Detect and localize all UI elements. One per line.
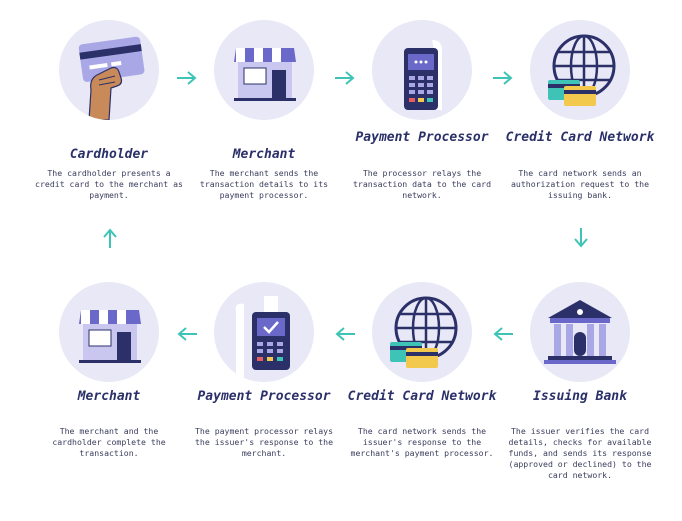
arrow-down-icon [574,228,588,248]
card-terminal-icon [404,40,442,110]
arrow-left-icon [493,327,513,341]
cardholder-circle [59,20,159,120]
arrow-up-icon [103,228,117,248]
hand-card-icon [78,36,145,120]
step-description: The issuer verifies the card details, ch… [508,426,652,480]
step-title: Credit Card Network [505,130,655,145]
globe-cards-icon [390,296,458,368]
arrow-left-icon [335,327,355,341]
step-title: Payment Processor [197,389,331,404]
step-title: Issuing Bank [533,389,627,404]
bank-building-icon [544,300,616,364]
issuing-bank-circle [530,282,630,382]
arrow-right-icon [493,71,513,85]
step-title: Merchant [77,389,141,404]
step-title: Cardholder [69,147,149,162]
storefront-icon [234,48,296,101]
step-description: The cardholder presents a credit card to… [35,168,183,200]
storefront-icon [79,310,141,363]
arrow-right-icon [177,71,197,85]
step-title: Credit Card Network [347,389,497,404]
step-title: Merchant [232,147,296,162]
step-description: The payment processor relays the issuer'… [194,426,334,458]
step-description: The processor relays the transaction dat… [352,168,492,200]
payment-processor-circle [372,20,472,120]
merchant-circle [59,282,159,382]
payment-processor-circle [214,282,314,382]
globe-cards-icon [548,34,616,106]
arrow-right-icon [335,71,355,85]
credit-card-network-circle [530,20,630,120]
step-description: The card network sends an authorization … [510,168,650,200]
arrow-left-icon [177,327,197,341]
step-description: The card network sends the issuer's resp… [350,426,494,458]
step-description: The merchant and the cardholder complete… [52,426,166,458]
merchant-circle [214,20,314,120]
credit-card-network-circle [372,282,472,382]
step-title: Payment Processor [355,130,489,145]
step-description: The merchant sends the transaction detai… [199,168,329,200]
card-terminal-approved-icon [235,296,290,382]
